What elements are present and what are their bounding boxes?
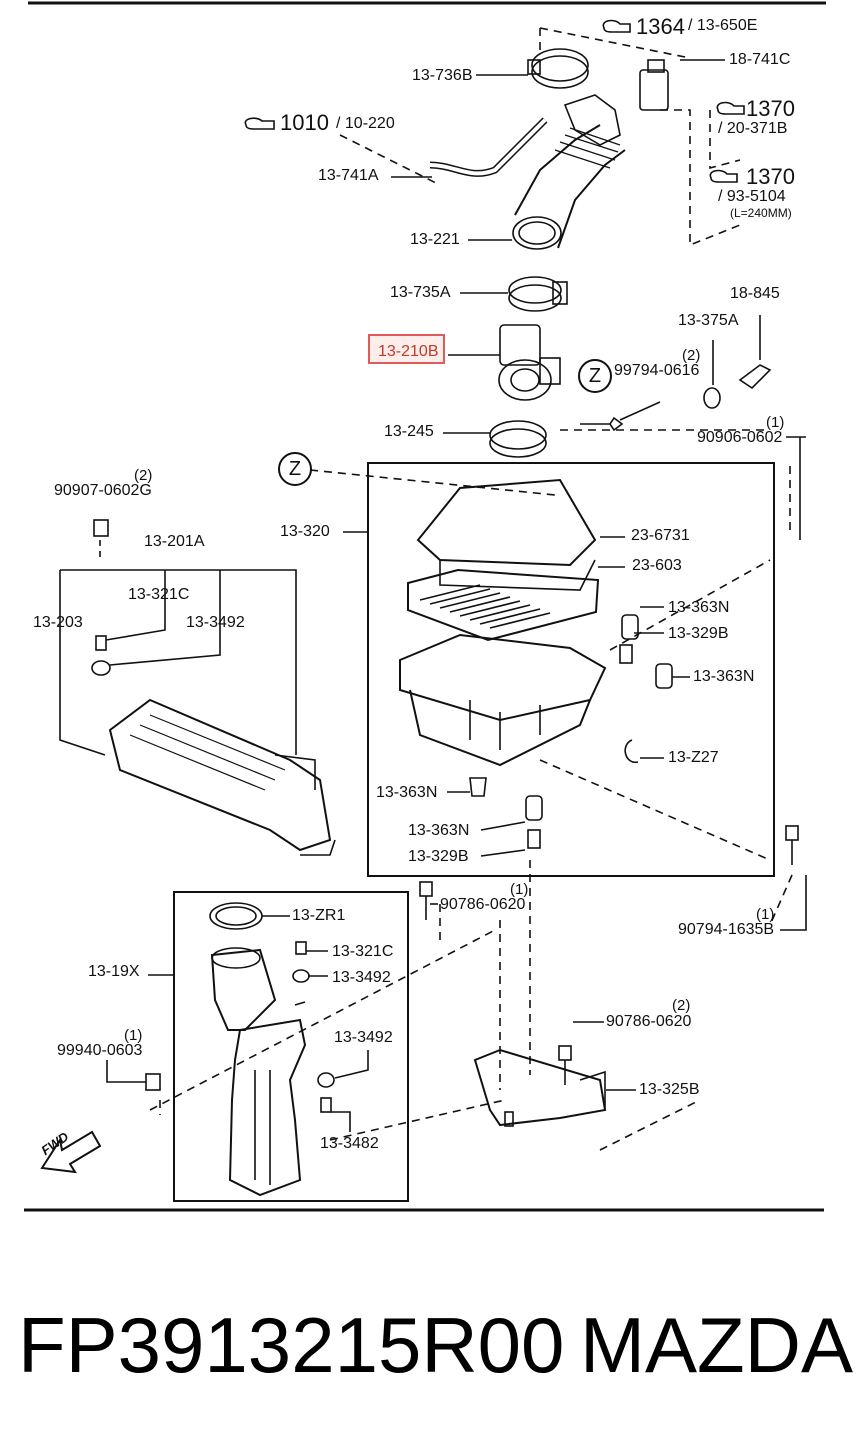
ref-1010-num: 1010 [280,110,329,135]
part-label-13-3492-lower: 13-3492 [334,1029,393,1046]
part-label-13-329B-a: 13-329B [668,625,729,642]
part-label-13-Z27: 13-Z27 [668,749,719,766]
part-label-13-375A: 13-375A [678,312,739,329]
part-label-13-3482: 13-3482 [320,1135,379,1152]
part-label-13-210B-highlighted[interactable]: 13-210B [378,343,439,360]
qty-90786-0620-lower: (2) [672,997,691,1014]
part-label-13-363N-d: 13-363N [408,822,470,839]
part-label-13-363N-b: 13-363N [693,668,755,685]
part-label-13-19X: 13-19X [88,963,140,980]
zone-marker-z-lower: Z [278,452,312,486]
qty-99940-0603: (1) [124,1027,143,1044]
part-label-13-363N-a: 13-363N [668,599,730,616]
ref-1370a-num: 1370 [746,96,795,121]
qty-90786-0620-upper: (1) [510,881,529,898]
ref-1370a-code: / 20-371B [718,120,788,137]
zone-marker-z-upper: Z [578,359,612,393]
part-label-13-203: 13-203 [33,614,83,631]
ref-1364-code: / 13-650E [688,17,758,34]
part-label-13-245: 13-245 [384,423,434,440]
part-label-13-320: 13-320 [280,523,330,540]
part-label-90794-1635B: 90794-1635B [678,921,775,938]
part-label-99794-0616: 99794-0616 [614,362,700,379]
part-label-13-3492-upper: 13-3492 [186,614,245,631]
part-label-13-741A: 13-741A [318,167,379,184]
part-label-13-201A: 13-201A [144,533,205,550]
part-label-90786-0620-upper: 90786-0620 [440,896,526,913]
part-label-13-325B: 13-325B [639,1081,700,1098]
qty-90794-1635B: (1) [756,906,775,923]
part-label-13-329B-b: 13-329B [408,848,469,865]
part-label-90786-0620-lower: 90786-0620 [606,1013,692,1030]
part-label-13-321C-upper: 13-321C [128,586,190,603]
part-label-13-321C-lower: 13-321C [332,943,394,960]
part-label-18-845: 18-845 [730,285,780,302]
qty-90906-0602: (1) [766,414,785,431]
ref-1364-num: 1364 [636,14,685,39]
ref-1370b-num: 1370 [746,164,795,189]
part-label-23-6731: 23-6731 [631,527,690,544]
footer-brand: MAZDA [580,1301,853,1389]
footer-part-number: FP3913215R00 [18,1301,565,1389]
part-label-90906-0602: 90906-0602 [697,429,783,446]
part-label-13-735A: 13-735A [390,284,451,301]
part-label-99940-0603: 99940-0603 [57,1042,143,1059]
ref-1370b-length-note: (L=240MM) [730,206,792,220]
qty-90907-0602G: (2) [134,467,153,484]
part-label-13-3492-mid: 13-3492 [332,969,391,986]
part-label-13-363N-c: 13-363N [376,784,438,801]
part-label-13-221: 13-221 [410,231,460,248]
part-label-23-603: 23-603 [632,557,682,574]
ref-1010-code: / 10-220 [336,115,395,132]
qty-99794-0616: (2) [682,347,701,364]
part-label-90907-0602G: 90907-0602G [54,482,152,499]
part-label-18-741C: 18-741C [729,51,791,68]
ref-1370b-code: / 93-5104 [718,188,786,205]
part-label-13-736B: 13-736B [412,67,473,84]
part-label-13-ZR1: 13-ZR1 [292,907,346,924]
